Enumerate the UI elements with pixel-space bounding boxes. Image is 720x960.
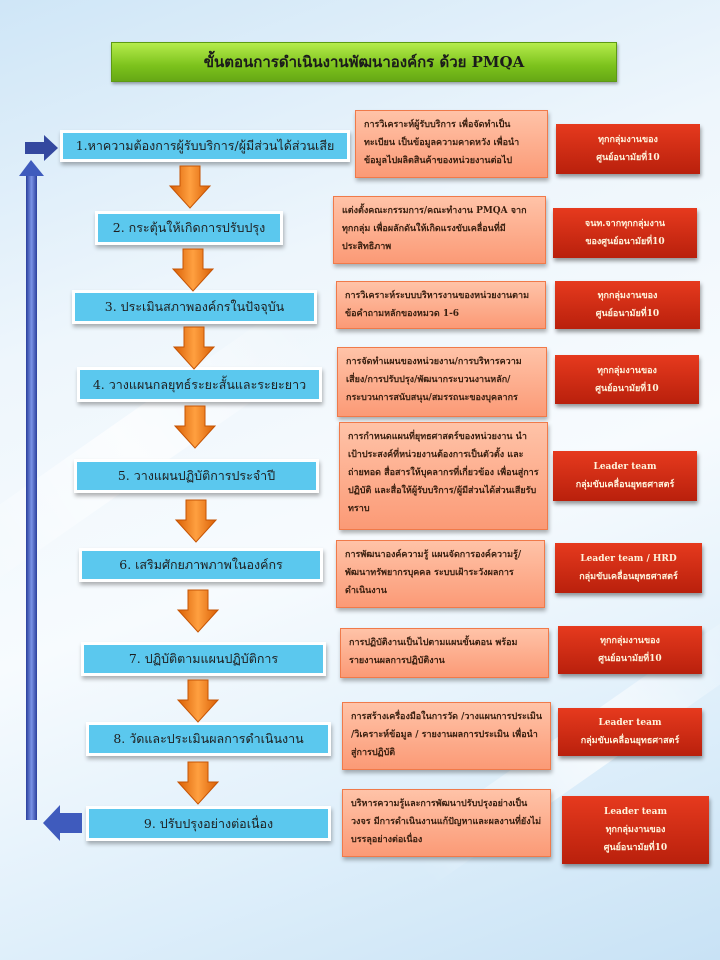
step-box-1: 1.หาความต้องการผู้รับบริการ/ผู้มีส่วนได้… [60, 130, 350, 162]
step-label: 7. ปฏิบัติตามแผนปฏิบัติการ [128, 651, 279, 666]
responsible-team-9: Leader team ทุกกลุ่มงานของศูนย์อนามัยที่1… [562, 796, 709, 864]
responsible-team-line: ทุกกลุ่มงานของ [600, 636, 660, 646]
down-arrow-icon [172, 326, 216, 370]
responsible-team-1: ทุกกลุ่มงานของศูนย์อนามัยที่10 [556, 124, 700, 174]
description-text: การจัดทำแผนของหน่วยงาน/การบริหารความเสี่… [346, 357, 522, 403]
responsible-team-line: ศูนย์อนามัยที่10 [596, 153, 660, 163]
step-label: 3. ประเมินสภาพองค์กรในปัจจุบัน [104, 299, 285, 314]
step-label: 5. วางแผนปฏิบัติการประจำปี [117, 468, 276, 483]
description-text: การวิเคราะห์ผู้รับบริการ เพื่อจัดทำเป็นท… [364, 120, 520, 166]
responsible-team-line: ศูนย์อนามัยที่10 [598, 654, 662, 664]
step-box-4: 4. วางแผนกลยุทธ์ระยะสั้นและระยะยาว [77, 367, 322, 402]
description-text: การกำหนดแผนที่ยุทธศาสตร์ของหน่วยงาน นำเป… [348, 432, 539, 514]
down-arrow-icon [176, 589, 220, 633]
responsible-team-4: ทุกกลุ่มงานของศูนย์อนามัยที่10 [555, 355, 699, 404]
responsible-team-6: Leader team / HRD กลุ่มขับเคลื่อนยุทธศาสต… [555, 543, 702, 593]
responsible-team-line: ทุกกลุ่มงานของ [597, 365, 657, 376]
description-text: การพัฒนาองค์ความรู้ แผนจัดการองค์ความรู้… [345, 550, 522, 596]
step-description-7: การปฏิบัติงานเป็นไปตามแผนขั้นตอน พร้อมรา… [340, 628, 549, 678]
description-text: การสร้างเครื่องมือในการวัด /วางแผนการประ… [351, 712, 542, 758]
step-box-9: 9. ปรับปรุงอย่างต่อเนื่อง [86, 806, 331, 841]
step-description-2: แต่งตั้งคณะกรรมการ/คณะทำงาน PMQA จากทุกก… [333, 196, 546, 264]
responsible-team-line: ทุกกลุ่มงานของ [597, 291, 658, 301]
loop-vertical-bar [26, 172, 37, 820]
down-arrow-icon [171, 248, 215, 292]
responsible-team-line: Leader team / HRD [580, 554, 677, 564]
responsible-team-line: Leader team [593, 462, 657, 472]
responsible-team-line: Leader team [598, 718, 662, 728]
responsible-team-line: กลุ่มขับเคลื่อนยุทธศาสตร์ [579, 572, 678, 582]
step-description-1: การวิเคราะห์ผู้รับบริการ เพื่อจัดทำเป็นท… [355, 110, 548, 178]
step-description-6: การพัฒนาองค์ความรู้ แผนจัดการองค์ความรู้… [336, 540, 545, 608]
step-description-3: การวิเคราะห์ระบบบริหารงานของหน่วยงานตามข… [336, 281, 546, 329]
responsible-team-7: ทุกกลุ่มงานของศูนย์อนามัยที่10 [558, 626, 702, 674]
step-description-9: บริหารความรู้และการพัฒนาปรับปรุงอย่างเป็… [342, 789, 551, 857]
down-arrow-icon [168, 165, 212, 209]
responsible-team-line: Leader team [603, 807, 668, 817]
responsible-team-line: ของศูนย์อนามัยที่10 [585, 237, 665, 247]
responsible-team-3: ทุกกลุ่มงานของศูนย์อนามัยที่10 [555, 281, 700, 329]
responsible-team-line: กลุ่มขับเคลื่อนยุทธศาสตร์ [575, 480, 675, 490]
down-arrow-icon [173, 405, 217, 449]
step-label: 1.หาความต้องการผู้รับบริการ/ผู้มีส่วนได้… [75, 138, 335, 153]
up-arrow-icon [19, 160, 44, 176]
description-text: การปฏิบัติงานเป็นไปตามแผนขั้นตอน พร้อมรา… [349, 638, 518, 666]
step-box-5: 5. วางแผนปฏิบัติการประจำปี [74, 459, 319, 493]
step-box-3: 3. ประเมินสภาพองค์กรในปัจจุบัน [72, 290, 317, 324]
responsible-team-line: ศูนย์อนามัยที่10 [595, 383, 659, 394]
page-title: ขั้นตอนการดำเนินงานพัฒนาองค์กร ด้วย PMQA [111, 42, 617, 82]
responsible-team-line: จนท.จากทุกกลุ่มงาน [584, 219, 666, 229]
step-label: 4. วางแผนกลยุทธ์ระยะสั้นและระยะยาว [92, 376, 307, 392]
description-text: บริหารความรู้และการพัฒนาปรับปรุงอย่างเป็… [351, 799, 542, 845]
description-text: การวิเคราะห์ระบบบริหารงานของหน่วยงานตามข… [345, 291, 529, 319]
step-box-2: 2. กระตุ้นให้เกิดการปรับปรุง [95, 211, 283, 245]
left-arrow-icon [43, 805, 82, 841]
step-label: 8. วัดและประเมินผลการดำเนินงาน [113, 731, 304, 746]
down-arrow-icon [174, 499, 218, 543]
down-arrow-icon [176, 679, 220, 723]
step-description-8: การสร้างเครื่องมือในการวัด /วางแผนการประ… [342, 702, 551, 770]
responsible-team-line: ศูนย์อนามัยที่10 [595, 309, 660, 319]
down-arrow-icon [176, 761, 220, 805]
step-box-7: 7. ปฏิบัติตามแผนปฏิบัติการ [81, 642, 326, 676]
responsible-team-line: ทุกกลุ่มงานของ [605, 825, 666, 835]
responsible-team-line: กลุ่มขับเคลื่อนยุทธศาสตร์ [580, 736, 680, 746]
responsible-team-line: ศูนย์อนามัยที่10 [603, 843, 668, 853]
description-text: แต่งตั้งคณะกรรมการ/คณะทำงาน PMQA จากทุกก… [342, 206, 527, 252]
step-description-5: การกำหนดแผนที่ยุทธศาสตร์ของหน่วยงาน นำเป… [339, 422, 548, 530]
step-description-4: การจัดทำแผนของหน่วยงาน/การบริหารความเสี่… [337, 347, 547, 417]
responsible-team-8: Leader team กลุ่มขับเคลื่อนยุทธศาสตร์ [558, 708, 702, 756]
step-label: 2. กระตุ้นให้เกิดการปรับปรุง [112, 220, 266, 235]
responsible-team-line: ทุกกลุ่มงานของ [598, 135, 658, 145]
step-box-6: 6. เสริมศักยภาพภาพในองค์กร [79, 548, 323, 582]
step-label: 9. ปรับปรุงอย่างต่อเนื่อง [143, 815, 274, 831]
responsible-team-5: Leader team กลุ่มขับเคลื่อนยุทธศาสตร์ [553, 451, 697, 501]
right-arrow-icon [25, 135, 58, 161]
responsible-team-2: จนท.จากทุกกลุ่มงานของศูนย์อนามัยที่10 [553, 208, 697, 258]
step-box-8: 8. วัดและประเมินผลการดำเนินงาน [86, 722, 331, 756]
step-label: 6. เสริมศักยภาพภาพในองค์กร [119, 557, 283, 572]
